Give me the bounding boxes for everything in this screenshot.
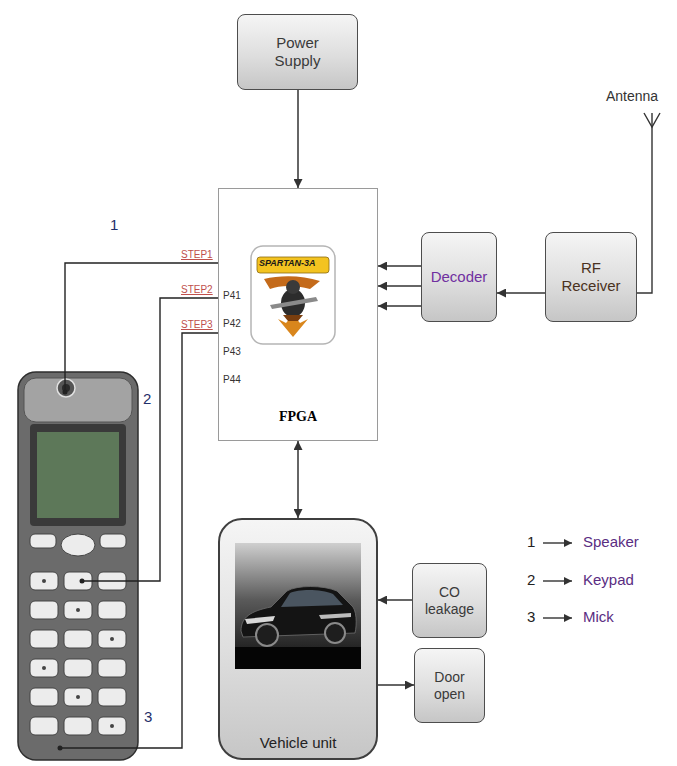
key-number: 2	[527, 571, 535, 589]
arrow-connector	[297, 90, 299, 188]
arrow-connector	[378, 285, 421, 287]
node-text: Vehicle unit	[260, 734, 337, 752]
node-text: CO leakage	[420, 584, 480, 618]
callout-number: 2	[143, 390, 151, 408]
pin-name: P42	[223, 318, 241, 330]
pin-name: P43	[223, 346, 241, 358]
step-label: STEP1	[181, 249, 213, 261]
pin-name: P41	[223, 290, 241, 302]
key-text: Mick	[583, 608, 614, 626]
signal-wire	[60, 263, 218, 748]
wire-end-dot	[58, 390, 85, 751]
key-text: Keypad	[583, 571, 634, 589]
callout-number: 3	[144, 708, 152, 726]
node-text: Decoder	[431, 268, 488, 286]
key-arrow	[543, 543, 572, 618]
arrow-connector	[378, 305, 421, 307]
power-box: Power Supply	[237, 14, 358, 90]
key-text: Speaker	[583, 533, 639, 551]
decoder-box: Decoder	[421, 232, 497, 322]
arrow-connector	[378, 684, 414, 686]
callout-number: 1	[110, 216, 118, 234]
receiver-box: RF Receiver	[545, 232, 637, 322]
step-label: STEP2	[181, 284, 213, 296]
arrow-connector	[378, 265, 421, 267]
car-picture	[235, 543, 361, 669]
fpga-box: FPGA	[218, 188, 378, 441]
arrow-connector	[297, 441, 299, 518]
pin-name: P44	[223, 374, 241, 386]
arrow-connector	[497, 292, 545, 294]
output-box: Door open	[414, 648, 485, 723]
step-label: STEP3	[181, 319, 213, 331]
arrow-connector	[378, 599, 412, 601]
key-number: 1	[527, 533, 535, 551]
node-text: Power Supply	[267, 34, 329, 70]
node-text: FPGA	[279, 409, 317, 426]
antenna-symbol	[637, 113, 660, 293]
node-text: RF Receiver	[557, 259, 625, 295]
node-text: Door open	[425, 669, 475, 703]
antenna-label: Antenna	[606, 88, 658, 105]
mobile-phone	[18, 372, 138, 760]
key-number: 3	[527, 608, 535, 626]
logo-text: SPARTAN-3A	[259, 258, 316, 269]
vehicle-box: Vehicle unit	[218, 518, 378, 760]
sensor-box: CO leakage	[412, 563, 487, 638]
